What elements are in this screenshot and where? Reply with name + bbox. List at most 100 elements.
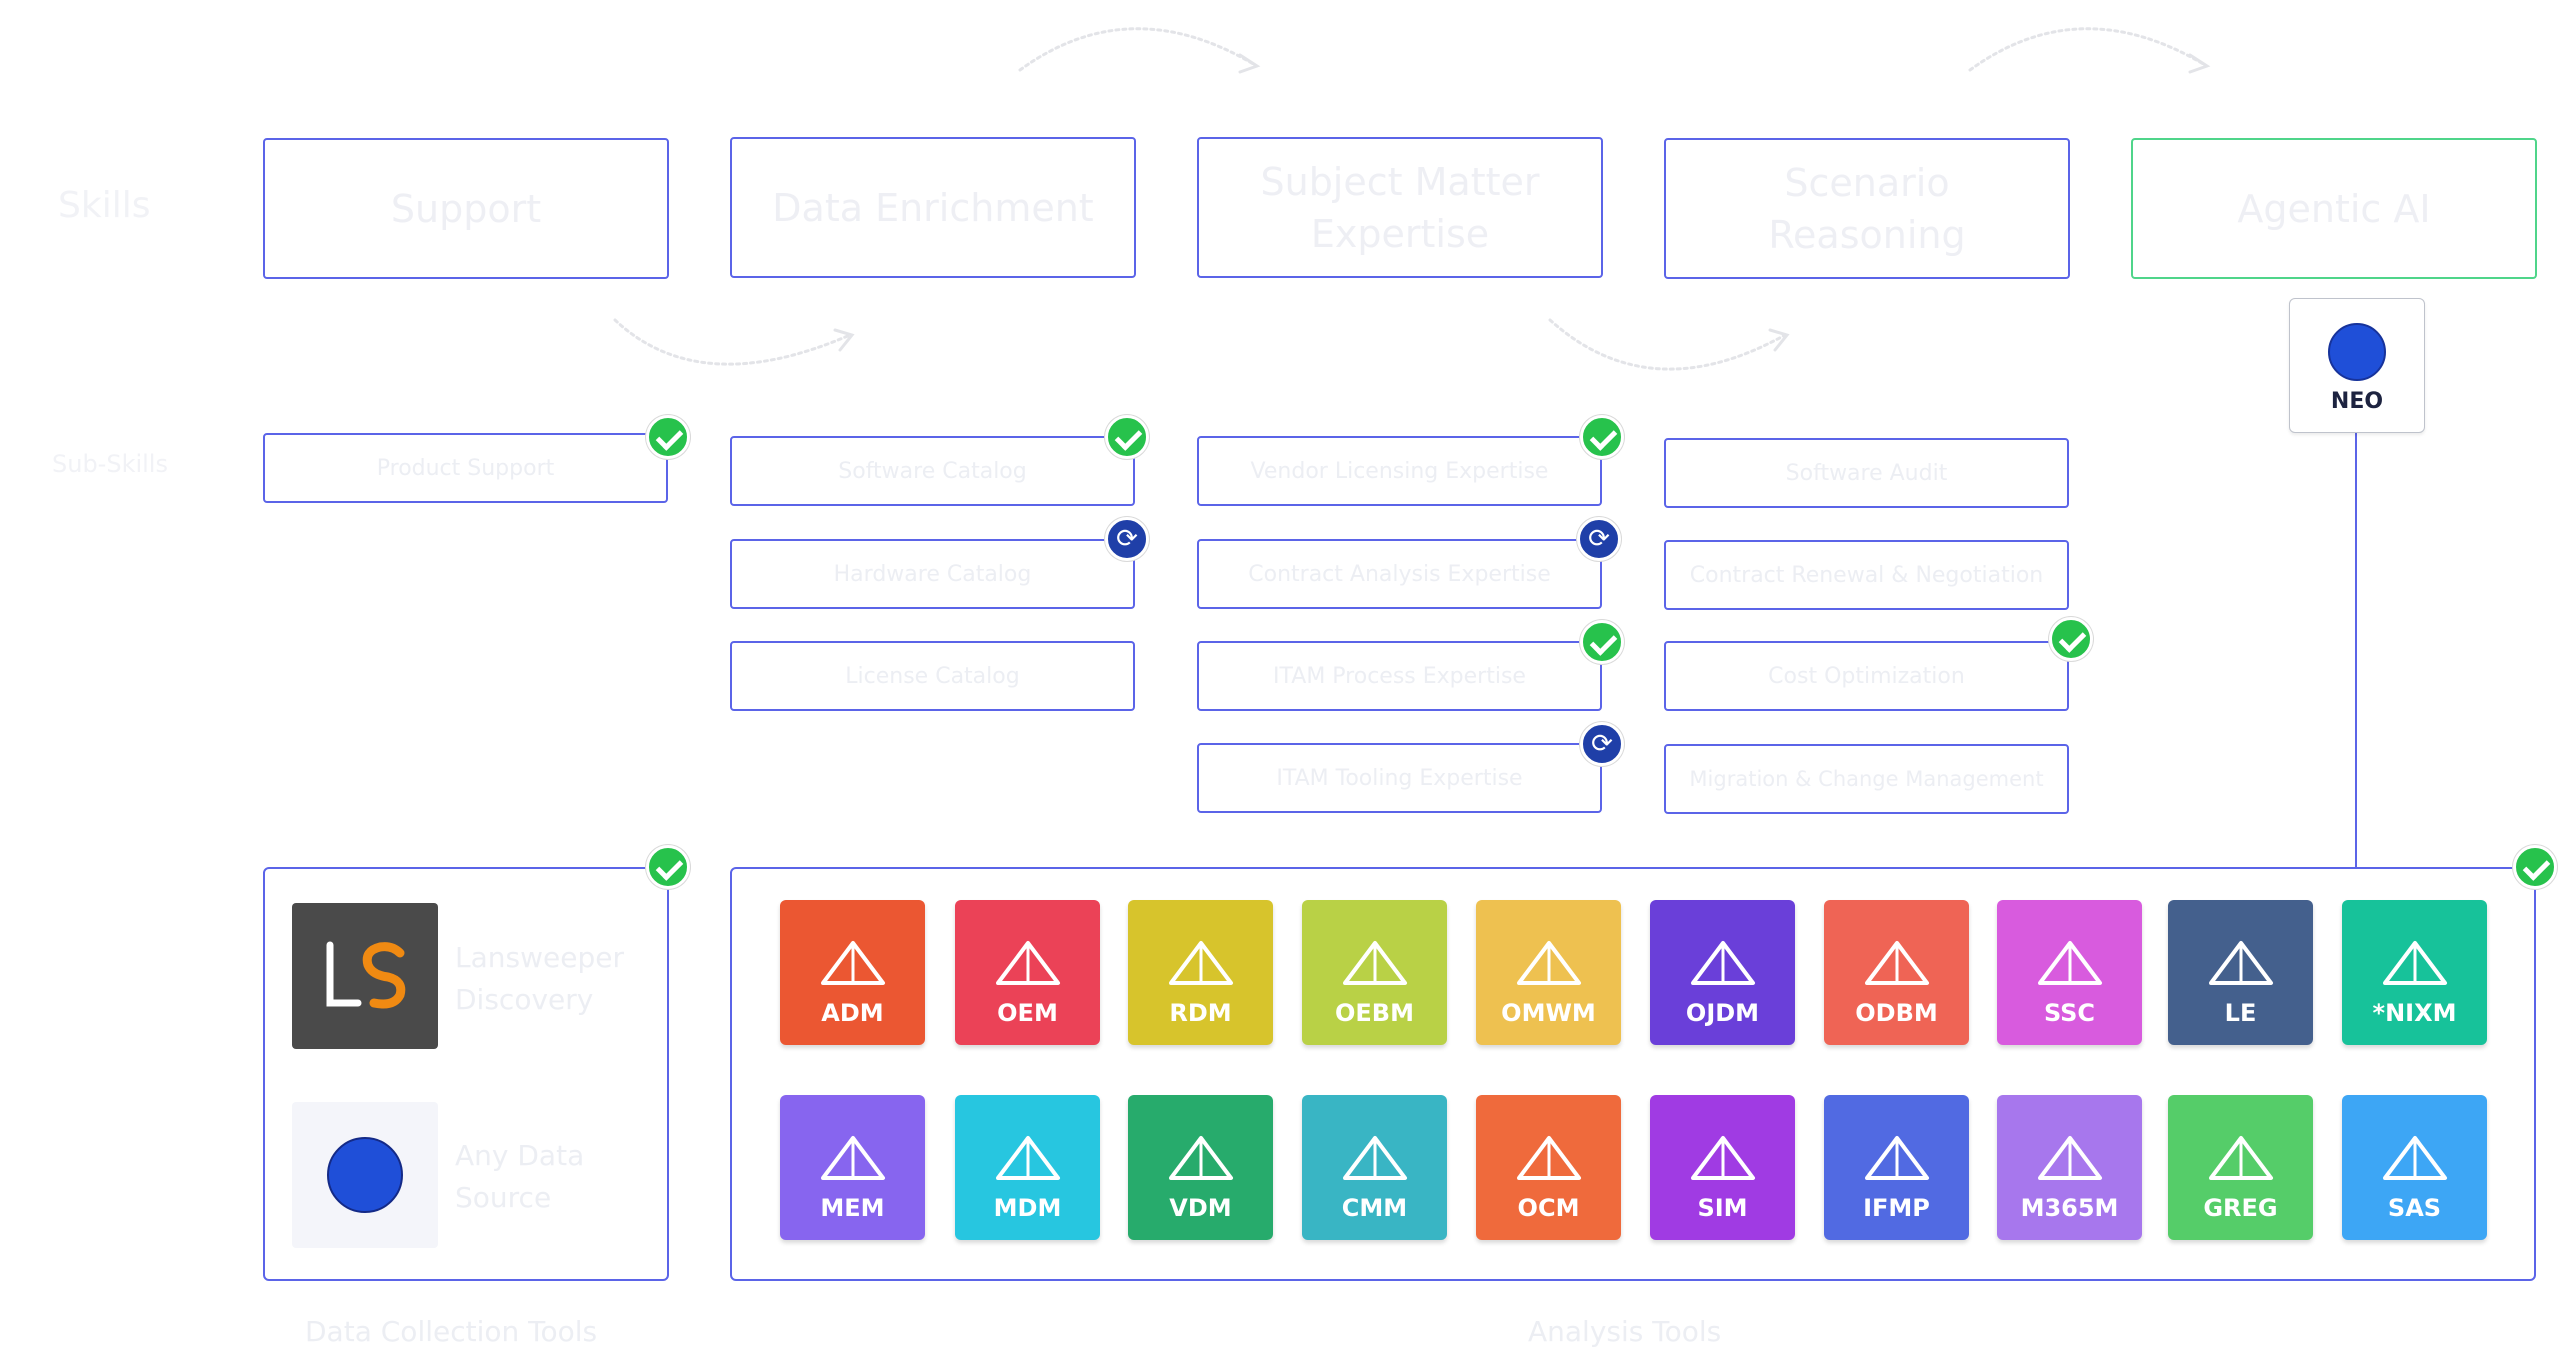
tool-label: IFMP xyxy=(1863,1194,1930,1222)
tool-label: OEBM xyxy=(1335,999,1414,1027)
done-check-icon xyxy=(2049,617,2093,661)
neo-connector-line xyxy=(2355,432,2357,872)
arrow-bottom-2 xyxy=(1548,318,1787,371)
tool-tile-nixm[interactable]: *NIXM xyxy=(2342,900,2487,1045)
tool-tile-cmm[interactable]: CMM xyxy=(1302,1095,1447,1240)
done-check-icon xyxy=(646,845,690,889)
tool-tile-greg[interactable]: GREG xyxy=(2168,1095,2313,1240)
tool-label: GREG xyxy=(2203,1194,2278,1222)
sub-skill-hardware-catalog[interactable]: Hardware Catalog xyxy=(730,539,1135,609)
lansweeper-logo[interactable] xyxy=(292,903,438,1049)
data-collection-panel: Lansweeper Discovery Any Data Source xyxy=(263,867,669,1281)
sub-skills-row-label: Sub-Skills xyxy=(52,450,168,478)
tool-logo-icon xyxy=(2208,1136,2273,1180)
neo-label: NEO xyxy=(2330,389,2384,414)
data-collection-caption: Data Collection Tools xyxy=(305,1315,598,1348)
tool-label: RDM xyxy=(1169,999,1232,1027)
arrow-bottom-1 xyxy=(613,318,852,366)
any-data-source-label: Any Data Source xyxy=(455,1139,585,1214)
tool-tile-ocm[interactable]: OCM xyxy=(1476,1095,1621,1240)
done-check-icon xyxy=(1580,415,1624,459)
in-progress-icon: ⟳ xyxy=(1105,517,1149,561)
data-source-dot-icon xyxy=(327,1137,403,1213)
tool-label: OEM xyxy=(997,999,1058,1027)
tool-label: OMWM xyxy=(1501,999,1596,1027)
tool-tile-sim[interactable]: SIM xyxy=(1650,1095,1795,1240)
tool-label: SIM xyxy=(1697,1194,1748,1222)
tool-label: CMM xyxy=(1341,1194,1408,1222)
tool-label: *NIXM xyxy=(2372,999,2457,1027)
sub-skill-vendor-licensing[interactable]: Vendor Licensing Expertise xyxy=(1197,436,1602,506)
lansweeper-logo-icon xyxy=(326,941,406,1009)
tool-logo-icon xyxy=(1690,941,1755,985)
tool-logo-icon xyxy=(1168,1136,1233,1180)
tool-logo-icon xyxy=(995,941,1060,985)
tool-tile-odbm[interactable]: ODBM xyxy=(1824,900,1969,1045)
sub-skill-cost-optimization[interactable]: Cost Optimization xyxy=(1664,641,2069,711)
sub-skill-contract-renewal[interactable]: Contract Renewal & Negotiation xyxy=(1664,540,2069,610)
tool-tile-ssc[interactable]: SSC xyxy=(1997,900,2142,1045)
done-check-icon xyxy=(646,415,690,459)
tool-label: SAS xyxy=(2387,1194,2442,1222)
tool-logo-icon xyxy=(1516,941,1581,985)
tool-tile-mem[interactable]: MEM xyxy=(780,1095,925,1240)
done-check-icon xyxy=(1580,620,1624,664)
tool-logo-icon xyxy=(1168,941,1233,985)
tool-tile-oebm[interactable]: OEBM xyxy=(1302,900,1447,1045)
tool-logo-icon xyxy=(2382,941,2447,985)
tool-logo-icon xyxy=(2382,1136,2447,1180)
tool-logo-icon xyxy=(1516,1136,1581,1180)
lansweeper-label: Lansweeper Discovery xyxy=(455,941,624,1016)
sub-skill-migration-change[interactable]: Migration & Change Management xyxy=(1664,744,2069,814)
sub-skill-software-audit[interactable]: Software Audit xyxy=(1664,438,2069,508)
tool-tile-mdm[interactable]: MDM xyxy=(955,1095,1100,1240)
sub-skill-product-support[interactable]: Product Support xyxy=(263,433,668,503)
tool-tile-m365m[interactable]: M365M xyxy=(1997,1095,2142,1240)
tool-tile-vdm[interactable]: VDM xyxy=(1128,1095,1273,1240)
tool-label: VDM xyxy=(1169,1194,1232,1222)
tool-label: SSC xyxy=(2043,999,2096,1027)
tool-tile-rdm[interactable]: RDM xyxy=(1128,900,1273,1045)
tool-logo-icon xyxy=(2037,941,2102,985)
tool-label: ODBM xyxy=(1855,999,1938,1027)
arrow-top-1 xyxy=(1018,27,1257,72)
sub-skill-contract-analysis[interactable]: Contract Analysis Expertise xyxy=(1197,539,1602,609)
sub-skill-software-catalog[interactable]: Software Catalog xyxy=(730,436,1135,506)
skill-agentic-ai[interactable]: Agentic AI xyxy=(2131,138,2537,279)
tool-logo-icon xyxy=(820,941,885,985)
tool-logo-icon xyxy=(1864,1136,1929,1180)
skill-subject-matter-expertise[interactable]: Subject Matter Expertise xyxy=(1197,137,1603,278)
tool-logo-icon xyxy=(1342,1136,1407,1180)
any-data-source-tile[interactable] xyxy=(292,1102,438,1248)
sub-skill-itam-process[interactable]: ITAM Process Expertise xyxy=(1197,641,1602,711)
tool-label: M365M xyxy=(2020,1194,2119,1222)
tool-label: MDM xyxy=(993,1194,1062,1222)
neo-card[interactable]: NEO xyxy=(2289,298,2425,433)
tool-tile-omwm[interactable]: OMWM xyxy=(1476,900,1621,1045)
neo-dot-icon xyxy=(2328,323,2386,381)
tool-tile-ojdm[interactable]: OJDM xyxy=(1650,900,1795,1045)
skill-support[interactable]: Support xyxy=(263,138,669,279)
tool-logo-icon xyxy=(2037,1136,2102,1180)
analysis-caption: Analysis Tools xyxy=(1528,1315,1722,1348)
skills-row-label: Skills xyxy=(58,185,151,226)
tool-tile-adm[interactable]: ADM xyxy=(780,900,925,1045)
done-check-icon xyxy=(1105,415,1149,459)
sub-skill-itam-tooling[interactable]: ITAM Tooling Expertise xyxy=(1197,743,1602,813)
tool-label: MEM xyxy=(820,1194,885,1222)
tool-logo-icon xyxy=(820,1136,885,1180)
arrow-top-2 xyxy=(1968,27,2207,72)
skill-scenario-reasoning[interactable]: Scenario Reasoning xyxy=(1664,138,2070,279)
in-progress-icon: ⟳ xyxy=(1577,517,1621,561)
tool-logo-icon xyxy=(2208,941,2273,985)
tool-tile-le[interactable]: LE xyxy=(2168,900,2313,1045)
done-check-icon xyxy=(2513,845,2557,889)
tool-label: ADM xyxy=(821,999,884,1027)
tool-tile-ifmp[interactable]: IFMP xyxy=(1824,1095,1969,1240)
tool-tile-sas[interactable]: SAS xyxy=(2342,1095,2487,1240)
skill-data-enrichment[interactable]: Data Enrichment xyxy=(730,137,1136,278)
sub-skill-license-catalog[interactable]: License Catalog xyxy=(730,641,1135,711)
tool-label: OCM xyxy=(1517,1194,1580,1222)
tool-logo-icon xyxy=(1342,941,1407,985)
tool-tile-oem[interactable]: OEM xyxy=(955,900,1100,1045)
